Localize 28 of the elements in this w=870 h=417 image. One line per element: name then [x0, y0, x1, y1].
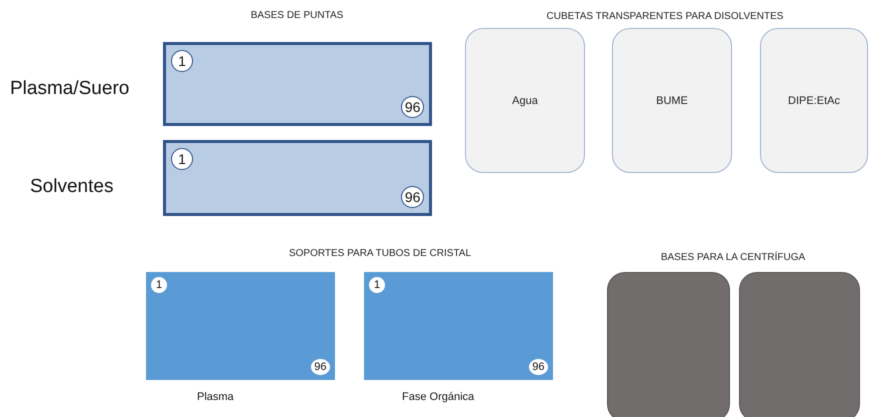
position-number: 1 [369, 277, 385, 293]
position-number: 1 [151, 277, 167, 293]
position-number: 96 [310, 359, 330, 375]
solvent-reservoir [760, 28, 868, 173]
tip-rack [163, 140, 432, 216]
position-number: 1 [171, 148, 193, 170]
solvent-reservoir [465, 28, 585, 173]
reservoir-label: Agua [511, 94, 539, 106]
plate-label: Plasma/Suero [10, 78, 130, 100]
reservoir-label: BUME [655, 94, 689, 106]
tube-rack [364, 272, 553, 380]
tip-rack [163, 42, 432, 126]
section-heading: CUBETAS TRANSPARENTES PARA DISOLVENTES [546, 11, 784, 22]
position-number: 1 [171, 50, 193, 72]
position-number: 96 [528, 359, 548, 375]
plate-label: Solventes [30, 176, 114, 198]
plate-label: Fase Orgánica [402, 391, 474, 403]
section-heading: BASES DE PUNTAS [250, 10, 344, 21]
position-number: 96 [401, 186, 424, 208]
centrifuge-plate [739, 272, 860, 417]
plate-label: Plasma [197, 391, 234, 403]
solvent-reservoir [612, 28, 732, 173]
reservoir-label: DIPE:EtAc [787, 94, 841, 106]
tube-rack [146, 272, 335, 380]
section-heading: SOPORTES PARA TUBOS DE CRISTAL [288, 248, 472, 259]
centrifuge-plate [607, 272, 730, 417]
section-heading: BASES PARA LA CENTRÍFUGA [660, 252, 806, 263]
position-number: 96 [401, 96, 424, 118]
